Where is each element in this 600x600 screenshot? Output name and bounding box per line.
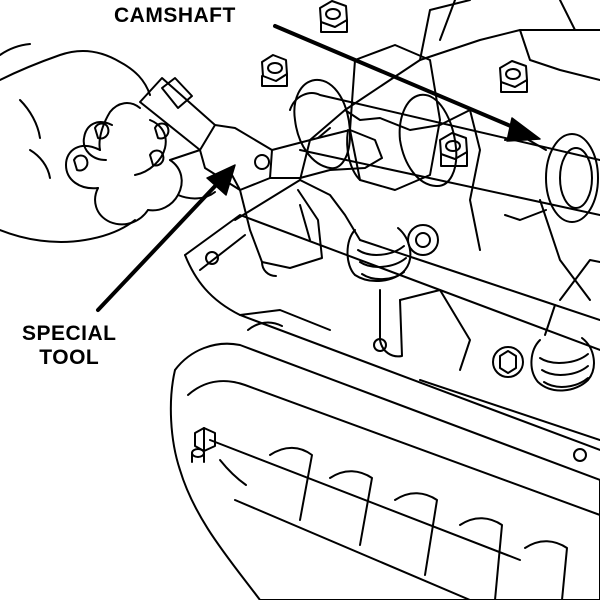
head-bolt-1 xyxy=(261,54,288,87)
camshaft xyxy=(289,44,600,223)
special-tool xyxy=(139,77,383,277)
camshaft-leader-arrow xyxy=(273,24,541,142)
head-bolt-2 xyxy=(319,0,348,33)
cylinder-head-deck xyxy=(184,214,600,462)
valve-train xyxy=(346,224,600,392)
head-bolts xyxy=(261,0,528,167)
special-tool-label: SPECIAL TOOL xyxy=(22,322,117,370)
special-tool-label-line2: TOOL xyxy=(39,346,100,370)
lower-casting xyxy=(169,342,600,600)
camshaft-label: CAMSHAFT xyxy=(114,4,236,27)
special-tool-leader-arrow xyxy=(96,164,236,312)
special-tool-label-line1: SPECIAL xyxy=(22,322,117,345)
cylinder-head-body xyxy=(234,0,600,321)
head-bolt-3 xyxy=(499,60,528,93)
hand-drawing xyxy=(0,43,216,243)
casting-stud-bolt xyxy=(191,427,216,463)
head-bolt-4 xyxy=(439,132,468,167)
